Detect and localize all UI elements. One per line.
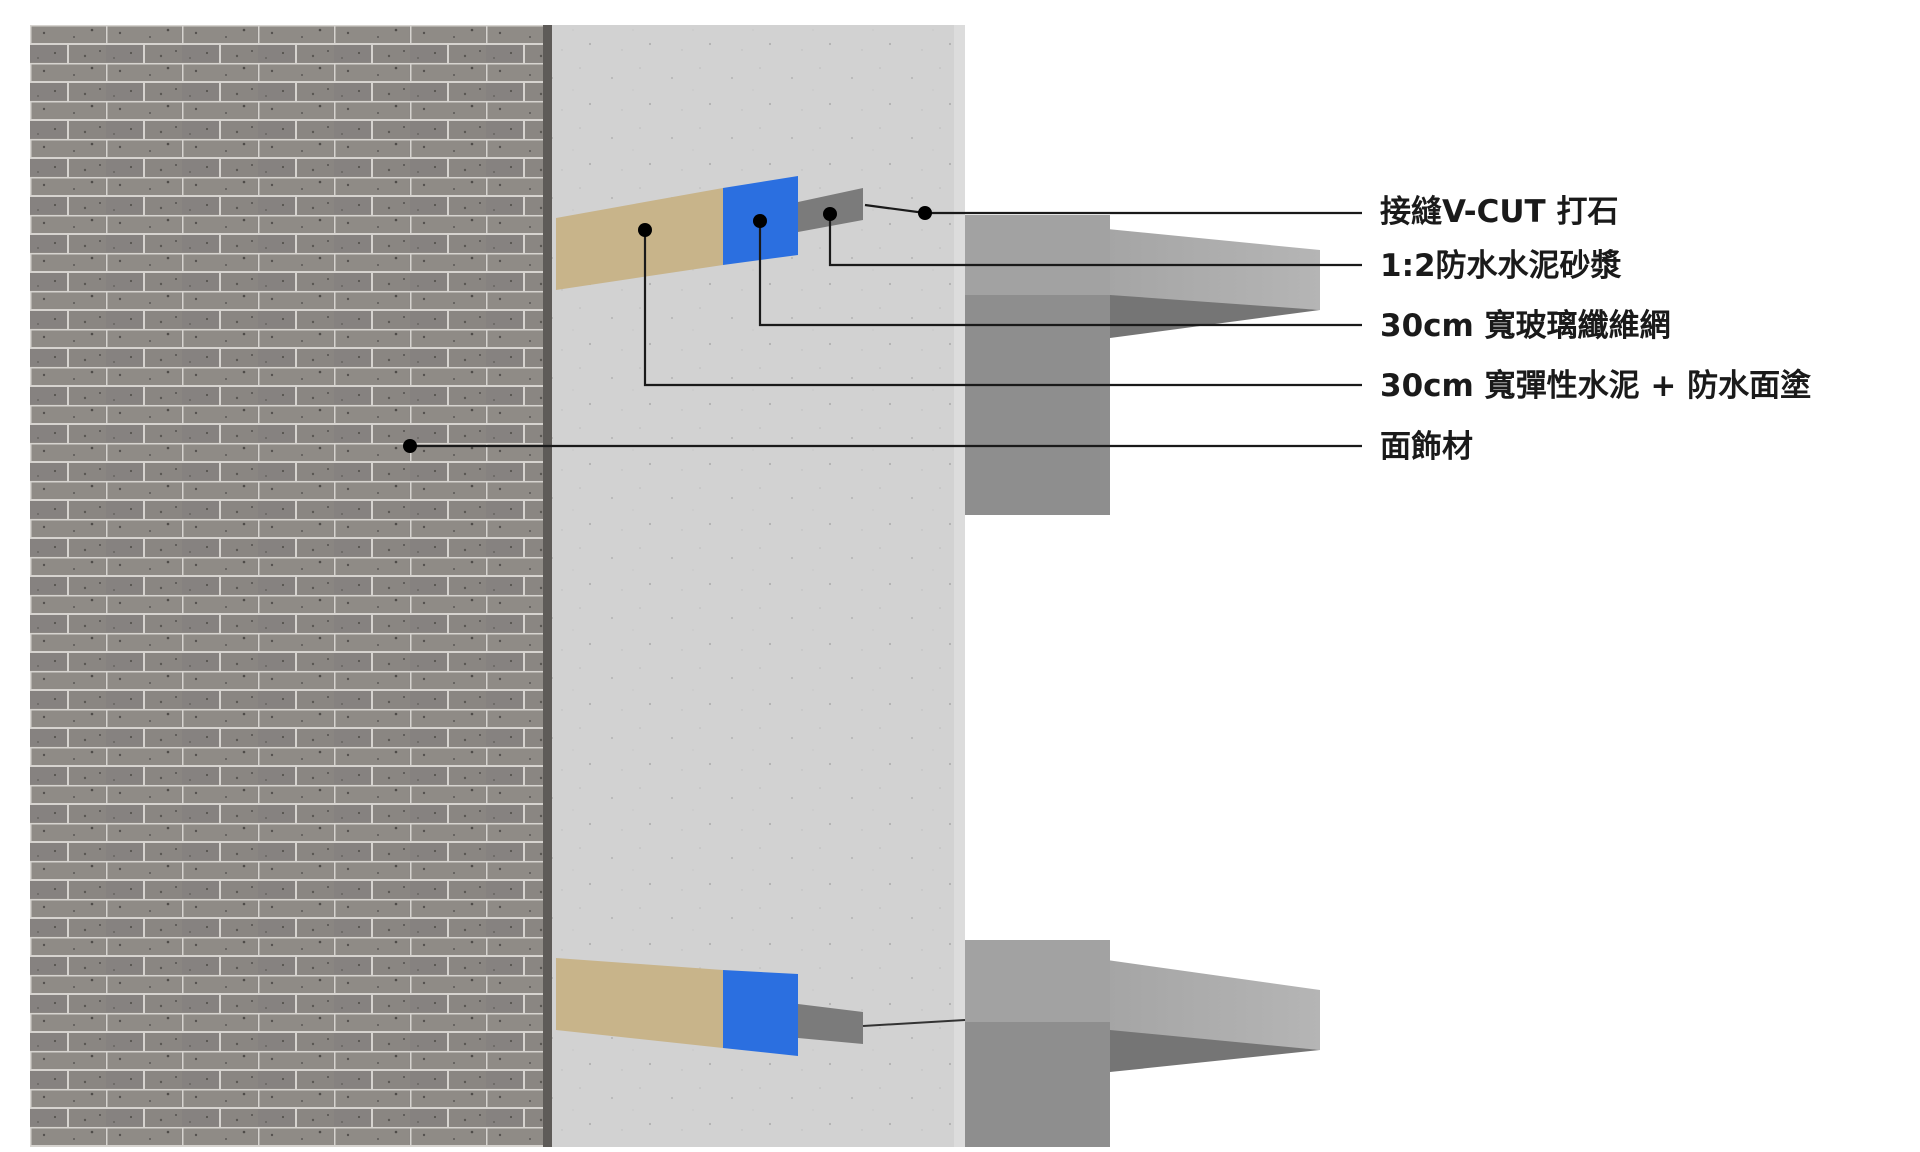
label-coating: 30cm 寬彈性水泥 + 防水面塗: [1380, 368, 1811, 404]
lower-fiber-mesh-layer: [723, 970, 798, 1056]
leader-mesh: [758, 221, 1362, 327]
upper-elastic-cement-layer: [556, 188, 723, 290]
lower-elastic-cement-layer: [556, 958, 723, 1048]
lower-slab-side-face: [1110, 1030, 1320, 1072]
dot-finish: [403, 439, 417, 453]
dot-coating: [638, 223, 652, 237]
brick-facade: [30, 25, 550, 1147]
upper-slab-beam-face: [965, 215, 1110, 295]
label-mesh: 30cm 寬玻璃纖維網: [1380, 308, 1671, 344]
dot-v-cut: [918, 206, 932, 220]
label-mortar: 1:2防水水泥砂漿: [1380, 248, 1622, 284]
upper-slab-beam: [965, 290, 1110, 515]
upper-slab-side-face: [1110, 295, 1320, 338]
leader-dots: [403, 206, 932, 453]
label-v-cut: 接縫V-CUT 打石: [1380, 194, 1618, 230]
leader-mortar: [828, 214, 1362, 267]
lower-slab-beam: [965, 1022, 1110, 1147]
lower-v-cut-line: [862, 1019, 966, 1027]
concrete-wall-edge: [954, 25, 965, 1147]
dot-mesh: [753, 214, 767, 228]
brick-facade-edge: [543, 25, 552, 1147]
label-finish: 面飾材: [1380, 429, 1473, 465]
lower-slab-beam-face: [965, 940, 1110, 1022]
dot-mortar: [823, 207, 837, 221]
lower-mortar-layer: [798, 1004, 863, 1044]
leader-coating: [643, 230, 1362, 387]
